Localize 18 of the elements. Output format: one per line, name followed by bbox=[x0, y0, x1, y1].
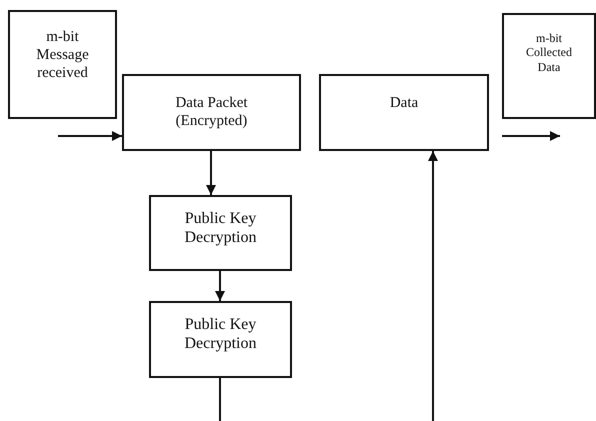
arrow bbox=[58, 131, 122, 141]
arrow bbox=[215, 271, 225, 301]
arrow bbox=[428, 151, 438, 421]
process-box bbox=[122, 74, 301, 151]
connector-line bbox=[219, 378, 221, 421]
box-label: m-bit Collected Data bbox=[525, 31, 573, 74]
box-label: Data bbox=[388, 94, 420, 112]
process-box bbox=[8, 10, 117, 119]
box-label: Public Key Decryption bbox=[184, 209, 258, 248]
process-box bbox=[319, 74, 489, 151]
process-box bbox=[149, 301, 292, 378]
arrow bbox=[206, 151, 216, 195]
box-label: Data Packet (Encrypted) bbox=[174, 94, 249, 130]
process-box bbox=[149, 195, 292, 271]
arrow bbox=[502, 131, 560, 141]
box-label: Public Key Decryption bbox=[184, 315, 258, 354]
box-label: m-bit Message received bbox=[35, 28, 90, 82]
process-box bbox=[502, 13, 596, 119]
